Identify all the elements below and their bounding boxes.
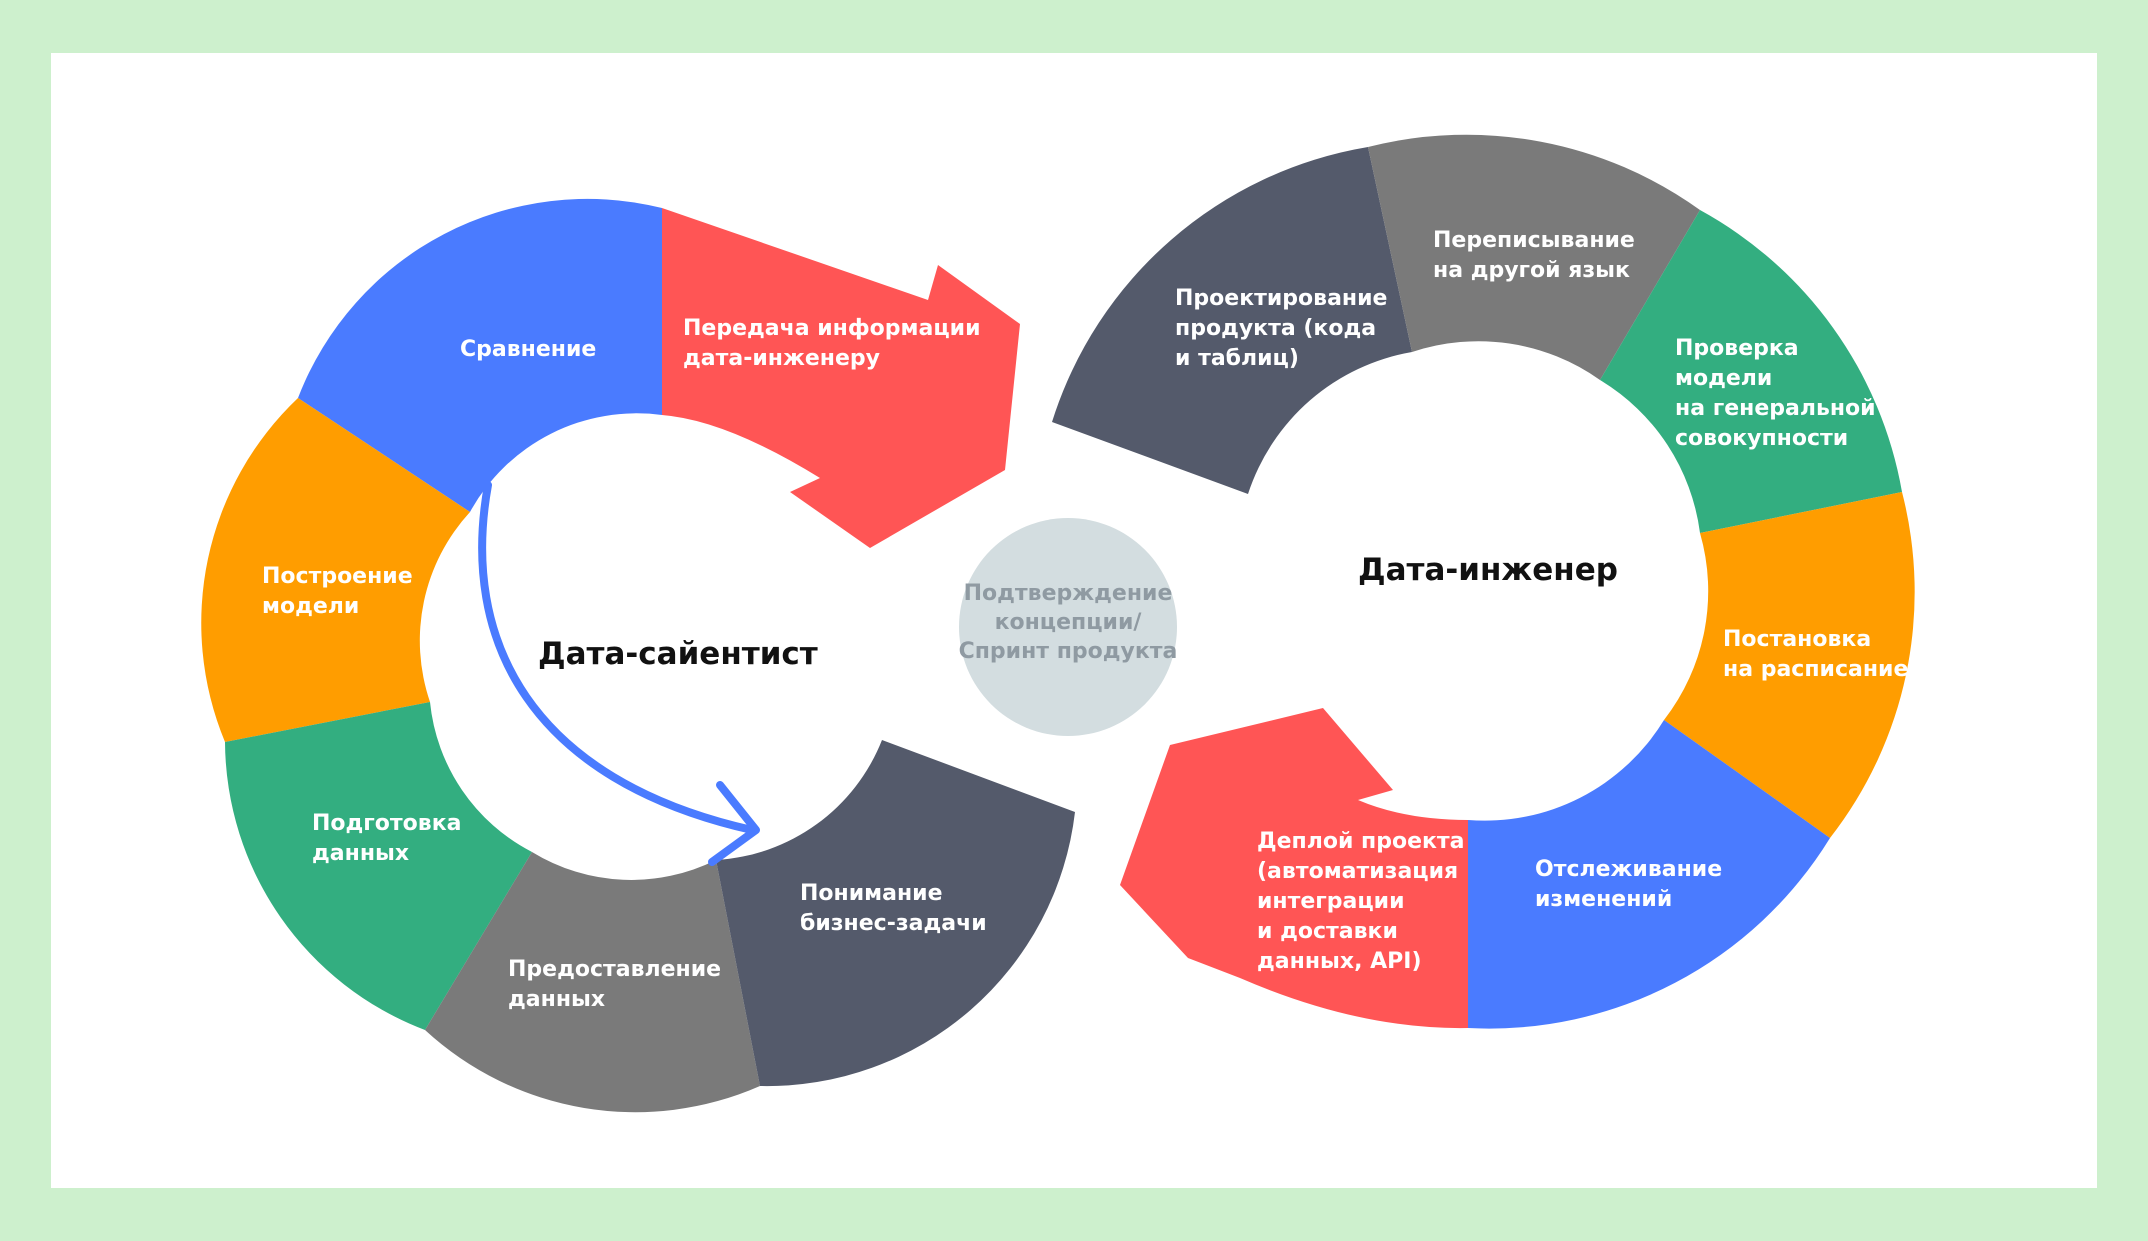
left-label-2: Построение модели — [262, 564, 413, 619]
left-label-1: Сравнение — [460, 337, 596, 362]
label-line: Постановка — [1723, 627, 1871, 652]
label-line: Построение — [262, 564, 413, 589]
label-line: Сравнение — [460, 337, 596, 362]
label-line: Предоставление — [508, 957, 721, 982]
right-segment-orange — [1664, 492, 1915, 838]
label-line: Понимание — [800, 881, 943, 906]
right-segment-green — [1600, 210, 1902, 533]
left-segment-green — [225, 702, 532, 1030]
left-label-3: Подготовка данных — [312, 811, 461, 866]
right-label-0: Проектирование продукта (кода и таблиц) — [1175, 286, 1387, 371]
label-line: Переписывание — [1433, 228, 1635, 253]
label-line: Проектирование — [1175, 286, 1387, 311]
arrow-head-icon — [708, 781, 760, 866]
label-line: на другой язык — [1433, 258, 1630, 283]
label-line: дата-инженеру — [683, 346, 880, 371]
label-line: данных, API) — [1257, 949, 1422, 974]
label-line: модели — [1675, 366, 1772, 391]
left-segment-dark — [716, 740, 1075, 1087]
center-circle — [959, 518, 1177, 736]
label-line: Подтверждение — [964, 581, 1173, 606]
label-line: данных — [312, 841, 409, 866]
right-segment-dark — [1052, 147, 1412, 494]
label-line: изменений — [1535, 887, 1672, 912]
center-label: Подтверждение концепции/Спринт продукта — [959, 581, 1178, 664]
left-segment-orange — [201, 398, 470, 742]
right-label-4: Отслеживание изменений — [1535, 857, 1722, 912]
label-line: Отслеживание — [1535, 857, 1722, 882]
left-label-5: Понимание бизнес-задачи — [800, 881, 987, 936]
label-line: данных — [508, 987, 605, 1012]
right-segment-gray — [1368, 134, 1700, 380]
label-line: и таблиц) — [1175, 346, 1299, 371]
label-line: совокупности — [1675, 426, 1848, 451]
label-line: Деплой проекта — [1257, 829, 1465, 854]
label-line: Спринт продукта — [959, 639, 1178, 664]
right-segment-blue — [1468, 720, 1830, 1029]
label-line: Проверка — [1675, 336, 1799, 361]
label-line: бизнес-задачи — [800, 911, 987, 936]
right-segment-red — [1120, 708, 1468, 1029]
left-label-0: Передача информации дата-инженеру — [683, 316, 981, 371]
right-title: Дата-инженер — [1358, 552, 1618, 588]
left-label-4: Предоставление данных — [508, 957, 721, 1012]
left-title: Дата-сайентист — [538, 636, 818, 672]
left-segment-red — [662, 208, 1020, 548]
center-circle-group: Подтверждение концепции/Спринт продукта — [959, 518, 1178, 736]
label-line: модели — [262, 594, 359, 619]
left-segment-blue — [298, 198, 662, 512]
curved-arrow-icon — [478, 481, 756, 834]
label-line: и доставки — [1257, 919, 1398, 944]
label-line: Подготовка — [312, 811, 461, 836]
right-label-1: Переписывание на другой язык — [1433, 228, 1635, 283]
label-line: Передача информации — [683, 316, 981, 341]
left-segment-gray — [425, 852, 760, 1113]
right-label-2: Проверка модели на генеральной совокупности — [1675, 336, 1876, 451]
label-line: на генеральной — [1675, 396, 1876, 421]
label-line: продукта (кода — [1175, 316, 1376, 341]
left-loop: Передача информации дата-инженеру Сравнен… — [201, 198, 1075, 1113]
label-line: концепции/ — [995, 610, 1143, 635]
right-label-3: Постановка на расписание — [1723, 627, 1908, 682]
right-loop: Проектирование продукта (кода и таблиц) Пе… — [1052, 134, 1915, 1029]
label-line: на расписание — [1723, 657, 1908, 682]
label-line: (автоматизация — [1257, 859, 1458, 884]
label-line: интеграции — [1257, 889, 1405, 914]
right-label-5: Деплой проекта (автоматизация интеграции и … — [1257, 829, 1465, 974]
